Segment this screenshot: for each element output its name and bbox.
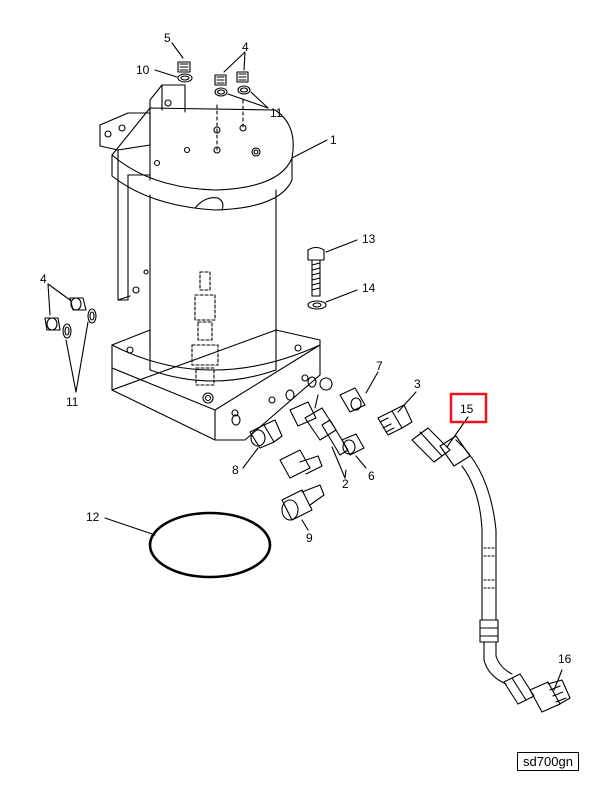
fitting-part-7[interactable] (339, 387, 366, 413)
plug-part-5[interactable] (177, 61, 191, 73)
hose-assembly-part-15[interactable] (411, 427, 535, 705)
seal-part-11-left[interactable] (62, 308, 97, 339)
callout-3: 3 (414, 377, 421, 391)
adapter-part-16[interactable] (529, 679, 571, 713)
bolt-part-13[interactable] (307, 246, 325, 297)
callout-4-top: 4 (242, 40, 249, 54)
seal-part-10[interactable] (177, 73, 193, 83)
callout-5: 5 (164, 31, 171, 45)
callout-10: 10 (136, 63, 150, 77)
o-ring-part-12[interactable] (148, 511, 272, 579)
callout-1: 1 (330, 133, 337, 147)
drawing-code-label: sd700gn (517, 752, 579, 771)
callout-6: 6 (368, 469, 375, 483)
callout-9: 9 (306, 531, 313, 545)
plug-part-4-left[interactable] (44, 297, 87, 331)
callout-16: 16 (558, 652, 572, 666)
callout-11-left: 11 (66, 395, 79, 409)
callout-12: 12 (86, 510, 100, 524)
fitting-part-3[interactable] (377, 404, 413, 436)
callout-11-top: 11 (270, 106, 283, 120)
callout-15: 15 (460, 402, 474, 416)
cap-part-6[interactable] (341, 433, 365, 456)
callout-7: 7 (376, 359, 383, 373)
fitting-part-8-nut[interactable] (279, 449, 323, 479)
washer-part-14[interactable] (307, 300, 327, 310)
housing-part-1[interactable] (99, 84, 321, 441)
fitting-part-9[interactable] (281, 484, 325, 521)
seal-part-11-top[interactable] (214, 85, 251, 97)
callout-8: 8 (232, 463, 239, 477)
plug-part-4-top[interactable] (214, 71, 249, 86)
callout-15-highlight[interactable] (449, 392, 488, 424)
callout-2: 2 (342, 477, 349, 491)
tee-fitting-part-2[interactable] (289, 377, 349, 479)
fitting-part-8[interactable] (249, 419, 283, 449)
callout-13: 13 (362, 232, 376, 246)
callout-14: 14 (362, 281, 376, 295)
callout-4-left: 4 (40, 272, 47, 286)
